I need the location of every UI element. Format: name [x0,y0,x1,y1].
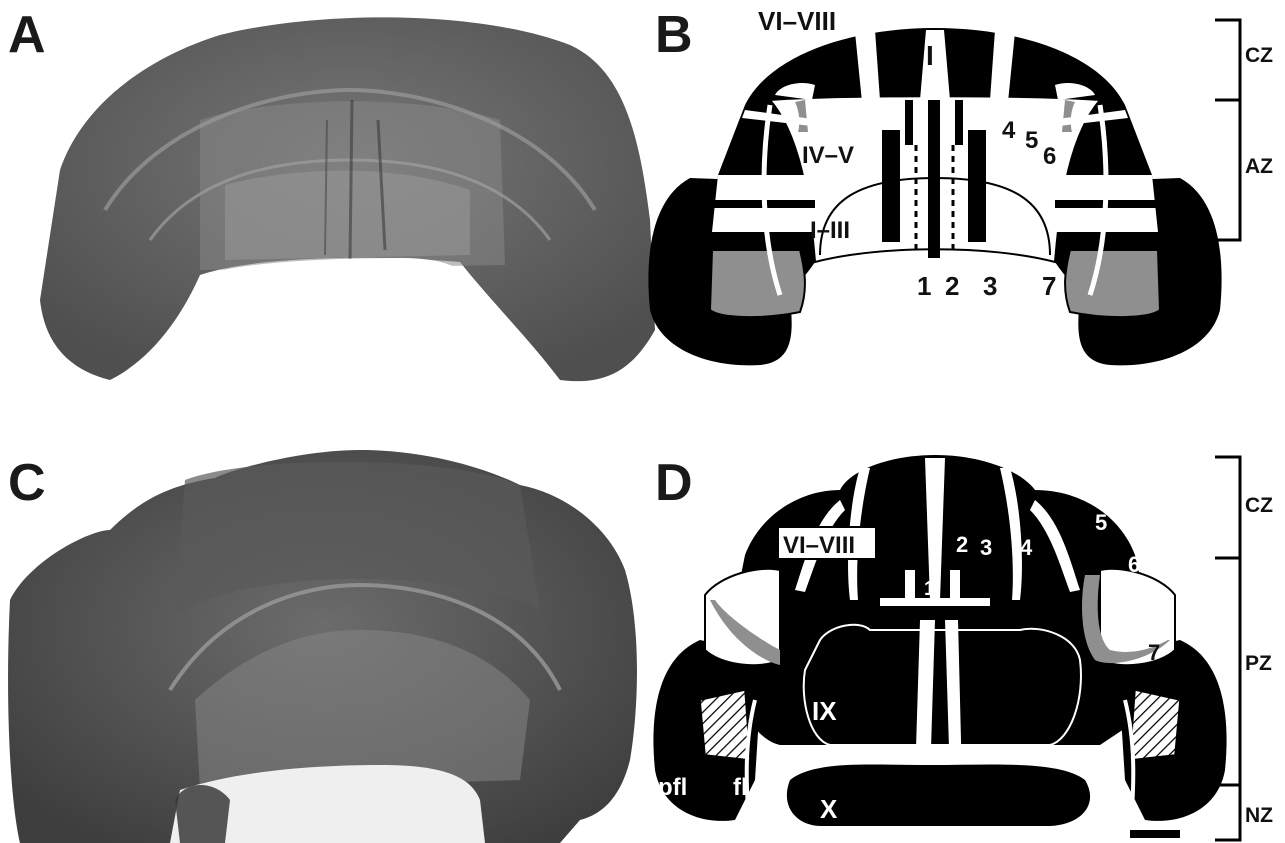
panel-label-b: B [655,6,693,64]
d-label-pfl: pfl [658,774,687,801]
d-label-ix: IX [812,696,837,726]
b-stripe-4: 4 [1002,117,1016,144]
d-label-vi-viii: VI–VIII [783,532,855,559]
b-label-vi-viii: VI–VIII [758,6,836,36]
d-label-x: X [820,794,838,824]
d-stripe-2: 2 [956,532,968,557]
panel-b-diagram [648,28,1221,365]
d-label-fl: fl [733,774,748,801]
panel-c-photo [8,450,637,843]
b-stripe-5: 5 [1025,127,1038,154]
b-label-iv-v: IV–V [802,142,854,169]
zone-pz: PZ [1245,652,1272,675]
panel-a-photo [40,17,655,395]
b-stripe-3: 3 [983,271,997,301]
panel-label-a: A [8,6,46,64]
d-stripe-1: 1 [924,578,935,600]
panel-label-c: C [8,454,46,512]
zone-cz-top: CZ [1245,44,1273,67]
b-label-i-iii: I–III [810,217,850,244]
scale-bar [1130,830,1180,838]
d-stripe-4: 4 [1020,535,1033,560]
d-stripe-7: 7 [1148,640,1160,665]
b-stripe-1: 1 [917,271,931,301]
zone-nz: NZ [1245,804,1273,827]
b-stripe-7: 7 [1042,271,1056,301]
b-stripe-6: 6 [1043,143,1056,170]
b-label-i: I [926,40,934,71]
d-stripe-5: 5 [1095,510,1107,535]
zone-cz-bottom: CZ [1245,494,1273,517]
zone-az: AZ [1245,155,1273,178]
d-stripe-3: 3 [980,535,992,560]
b-stripe-2: 2 [945,271,959,301]
panel-label-d: D [655,454,693,512]
d-stripe-6: 6 [1128,552,1140,577]
